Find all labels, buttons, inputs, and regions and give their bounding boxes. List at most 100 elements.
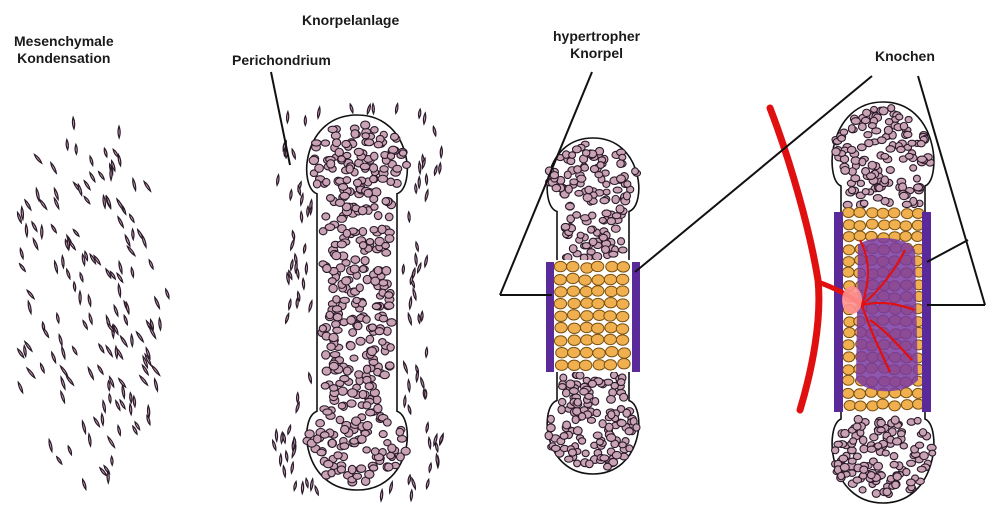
- round-cell: [574, 460, 581, 467]
- spindle-cell: [89, 434, 91, 446]
- round-cell: [847, 146, 856, 153]
- round-cell: [864, 132, 872, 138]
- spindle-cell: [82, 421, 85, 434]
- hypertrophic-cell: [900, 388, 912, 398]
- round-cell: [547, 424, 556, 432]
- spindle-cell: [285, 451, 287, 461]
- round-cell: [877, 137, 886, 144]
- spindle-cell: [367, 104, 370, 114]
- spindle-cell: [103, 401, 106, 413]
- spindle-cell: [425, 347, 427, 357]
- spindle-cell: [425, 256, 428, 267]
- spindle-cell: [439, 163, 441, 174]
- round-cell: [575, 190, 583, 196]
- round-cell: [363, 421, 372, 429]
- round-cell: [360, 163, 370, 170]
- round-cell: [840, 463, 849, 471]
- round-cell: [593, 432, 602, 439]
- hypertrophic-cell: [901, 400, 913, 410]
- round-cell: [838, 135, 846, 141]
- spindle-cell: [114, 305, 118, 316]
- round-cell: [559, 398, 566, 405]
- spindle-cell: [21, 207, 23, 220]
- round-cell: [595, 172, 603, 178]
- hypertrophic-cell: [618, 348, 630, 358]
- round-cell: [328, 278, 336, 284]
- round-cell: [326, 311, 333, 319]
- round-cell: [586, 460, 594, 468]
- round-cell: [599, 217, 606, 223]
- hypertrophic-cell: [867, 208, 879, 218]
- spindle-cell: [296, 402, 299, 412]
- round-cell: [574, 399, 581, 406]
- round-cell: [902, 201, 911, 207]
- round-cell: [333, 327, 342, 333]
- spindle-cell: [80, 273, 83, 282]
- hypertrophic-cell: [843, 220, 855, 230]
- round-cell: [848, 458, 856, 464]
- spindle-cell: [121, 336, 128, 346]
- round-cell: [351, 256, 360, 263]
- hypertrophic-cell: [618, 358, 630, 368]
- round-cell: [867, 173, 876, 180]
- round-cell: [372, 303, 380, 309]
- spindle-cell: [51, 225, 56, 233]
- spindle-cell: [61, 391, 65, 402]
- round-cell: [348, 465, 356, 473]
- round-cell: [619, 442, 627, 448]
- round-cell: [893, 438, 902, 445]
- round-cell: [329, 333, 338, 341]
- spindle-cell: [40, 199, 47, 209]
- round-cell: [397, 435, 406, 442]
- round-cell: [890, 453, 898, 460]
- round-cell: [868, 123, 876, 129]
- round-cell: [915, 442, 923, 448]
- round-cell: [603, 189, 610, 195]
- spindle-cell: [124, 315, 127, 324]
- round-cell: [569, 449, 577, 456]
- round-cell: [389, 146, 398, 153]
- round-cell: [862, 189, 869, 195]
- spindle-cell: [122, 385, 125, 398]
- round-cell: [343, 177, 351, 184]
- spindle-cell: [120, 400, 125, 409]
- spindle-cell: [418, 314, 420, 323]
- spindle-cell: [304, 116, 306, 125]
- hypertrophic-cell: [605, 297, 617, 307]
- round-cell: [369, 465, 377, 471]
- round-cell: [597, 162, 604, 169]
- spindle-cell: [413, 289, 416, 300]
- spindle-cell: [287, 112, 289, 123]
- hypertrophic-cell: [842, 388, 854, 398]
- round-cell: [599, 234, 607, 241]
- round-cell: [896, 114, 903, 120]
- round-cell: [599, 420, 606, 428]
- round-cell: [338, 387, 347, 395]
- round-cell: [361, 121, 370, 129]
- round-cell: [573, 427, 582, 435]
- round-cell: [859, 436, 866, 444]
- round-cell: [327, 160, 335, 168]
- round-cell: [617, 175, 626, 183]
- round-cell: [328, 126, 337, 133]
- spindle-cell: [118, 426, 121, 436]
- round-cell: [875, 443, 882, 449]
- round-cell: [353, 473, 361, 479]
- hypertrophic-cell: [593, 348, 605, 358]
- round-cell: [859, 487, 866, 493]
- spindle-cell: [440, 147, 442, 158]
- hypertrophic-cell: [617, 262, 629, 272]
- round-cell: [380, 371, 389, 379]
- hypertrophic-cell: [877, 208, 889, 218]
- round-cell: [569, 245, 577, 253]
- round-cell: [330, 385, 338, 391]
- round-cell: [611, 225, 620, 232]
- round-cell: [351, 130, 359, 138]
- label-hypertroph-line2: Knorpel: [553, 45, 640, 62]
- round-cell: [872, 490, 880, 498]
- round-cell: [860, 466, 868, 473]
- round-cell: [338, 403, 345, 409]
- round-cell: [347, 316, 356, 324]
- round-cell: [342, 277, 351, 285]
- round-cell: [340, 375, 349, 381]
